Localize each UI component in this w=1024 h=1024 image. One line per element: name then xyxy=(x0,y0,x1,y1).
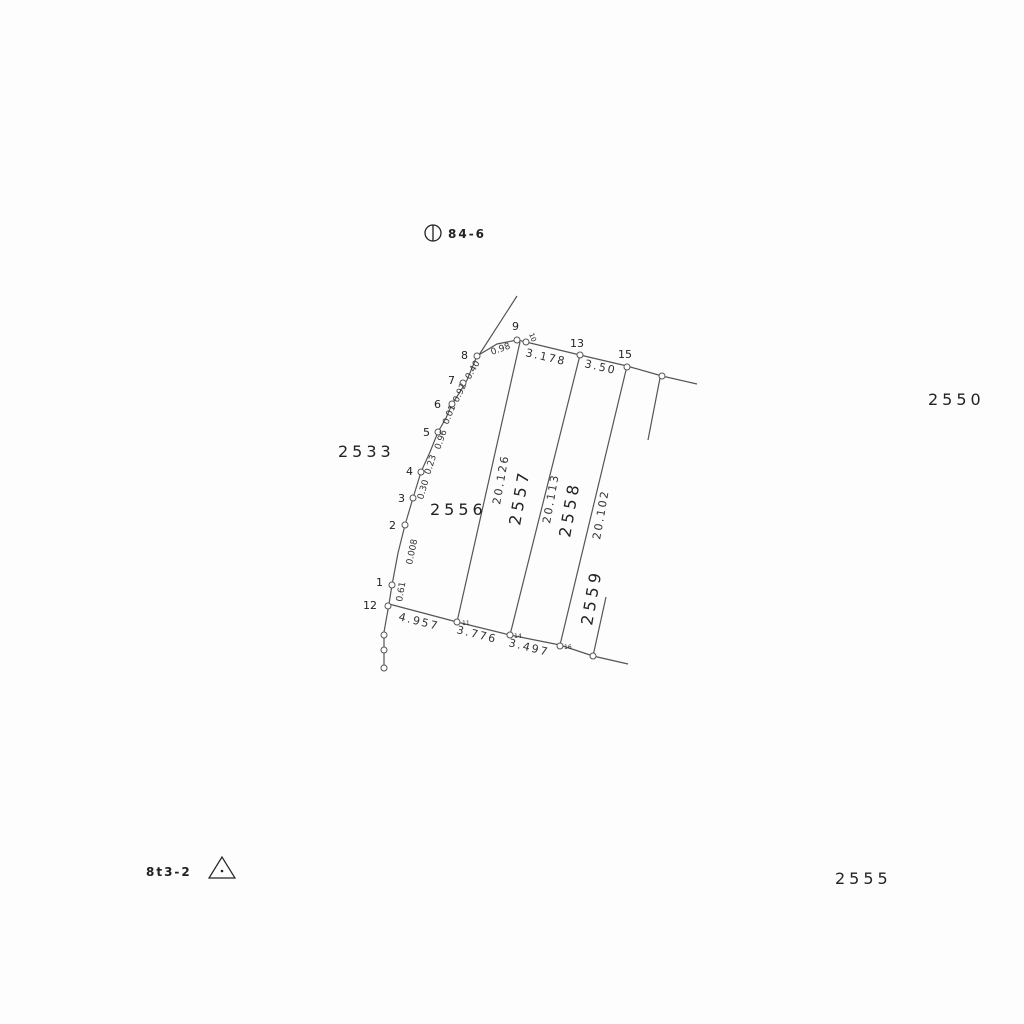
point-label-8: 8 xyxy=(461,349,468,362)
dimension-curve-8: 0.008 xyxy=(405,538,420,566)
point-label-13: 13 xyxy=(570,337,584,350)
point-label-15: 15 xyxy=(618,348,632,361)
lot-label-2533: 2533 xyxy=(338,442,395,461)
top-reference-label: 84-6 xyxy=(448,227,486,241)
point-label-12: 12 xyxy=(363,599,377,612)
triangulation-point-icon xyxy=(207,855,237,879)
point-label-6: 6 xyxy=(434,398,441,411)
point-label-9: 9 xyxy=(512,320,519,333)
point-label-16: 16 xyxy=(564,644,572,651)
dimension-curve-2: 0.40 xyxy=(464,359,483,382)
point-label-7: 7 xyxy=(448,374,455,387)
lot-label-2558: 2558 xyxy=(555,480,584,539)
lot-label-2555: 2555 xyxy=(835,869,892,888)
dimension-curve-1: 0.98 xyxy=(490,341,513,357)
point-label-2: 2 xyxy=(389,519,396,532)
benchmark-icon xyxy=(424,224,442,242)
dimension-bottom-1: 4.957 xyxy=(397,610,440,633)
dimension-curve-4: 0.01 xyxy=(442,404,459,426)
dimension-top-2: 3.50 xyxy=(583,357,618,377)
dimension-curve-9: 0.61 xyxy=(395,581,408,602)
point-label-10: 10 xyxy=(527,332,538,343)
point-label-11: 11 xyxy=(462,620,470,627)
lot-label-2550: 2550 xyxy=(928,390,985,409)
point-label-4: 4 xyxy=(406,465,413,478)
point-label-1: 1 xyxy=(376,576,383,589)
bottom-reference-label: 8t3-2 xyxy=(146,865,192,879)
point-label-5: 5 xyxy=(423,426,430,439)
dimension-top-1: 3.178 xyxy=(524,346,567,368)
point-label-3: 3 xyxy=(398,492,405,505)
lot-label-2556: 2556 xyxy=(430,500,487,519)
dimension-curve-6: 0.23 xyxy=(423,454,439,476)
dimension-bottom-3: 3.497 xyxy=(507,636,550,659)
dimension-2559-side: 20.102 xyxy=(590,489,612,541)
survey-nodes xyxy=(380,336,666,672)
point-label-14: 14 xyxy=(514,633,522,640)
lot-label-2557: 2557 xyxy=(505,468,534,527)
